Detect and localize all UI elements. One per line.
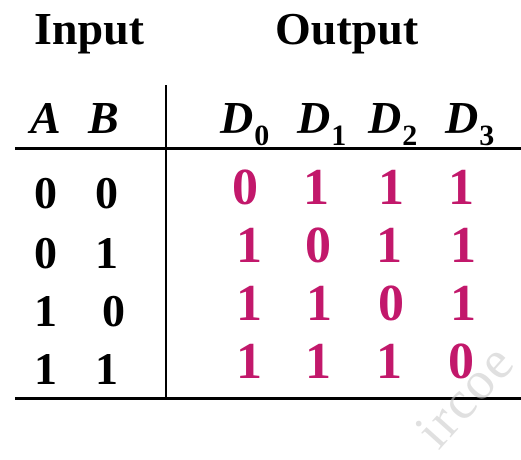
- output-header-d3: D3: [445, 92, 495, 152]
- row-2-output-d0: 1: [236, 217, 262, 274]
- truth-table: Input Output A B D0 D1 D2 D3 0 0 0 1 1 1…: [15, 3, 521, 459]
- row-3-input-a: 1: [34, 285, 57, 336]
- output-header-d2: D2: [368, 92, 418, 152]
- row-2-input-b: 1: [95, 227, 118, 278]
- row-3-output-d3: 1: [450, 275, 476, 332]
- row-3-output-d2: 0: [378, 275, 404, 332]
- row-1-input-a: 0: [34, 167, 57, 218]
- row-4-input-a: 1: [34, 343, 57, 394]
- header-divider: [15, 147, 521, 150]
- row-4-output-d0: 1: [236, 333, 262, 390]
- row-4-output-d1: 1: [305, 333, 331, 390]
- row-2-output-d1: 0: [305, 217, 331, 274]
- row-4-output-d3: 0: [448, 333, 474, 390]
- input-header-a: A: [30, 92, 61, 143]
- row-3-input-b: 0: [102, 285, 125, 336]
- row-2-input-a: 0: [34, 227, 57, 278]
- row-3-output-d0: 1: [236, 275, 262, 332]
- row-1-output-d1: 1: [303, 159, 329, 216]
- input-group-header: Input: [34, 3, 144, 54]
- row-4-input-b: 1: [95, 343, 118, 394]
- input-output-divider: [165, 85, 167, 400]
- row-1-output-d3: 1: [448, 159, 474, 216]
- bottom-rule: [15, 397, 521, 400]
- row-1-input-b: 0: [95, 167, 118, 218]
- output-header-d1: D1: [297, 92, 347, 152]
- output-group-header: Output: [275, 3, 419, 54]
- input-header-b: B: [88, 92, 119, 143]
- output-header-d0: D0: [220, 92, 270, 152]
- row-1-output-d0: 0: [232, 159, 258, 216]
- row-2-output-d3: 1: [450, 217, 476, 274]
- row-2-output-d2: 1: [376, 217, 402, 274]
- row-3-output-d1: 1: [306, 275, 332, 332]
- row-4-output-d2: 1: [376, 333, 402, 390]
- row-1-output-d2: 1: [378, 159, 404, 216]
